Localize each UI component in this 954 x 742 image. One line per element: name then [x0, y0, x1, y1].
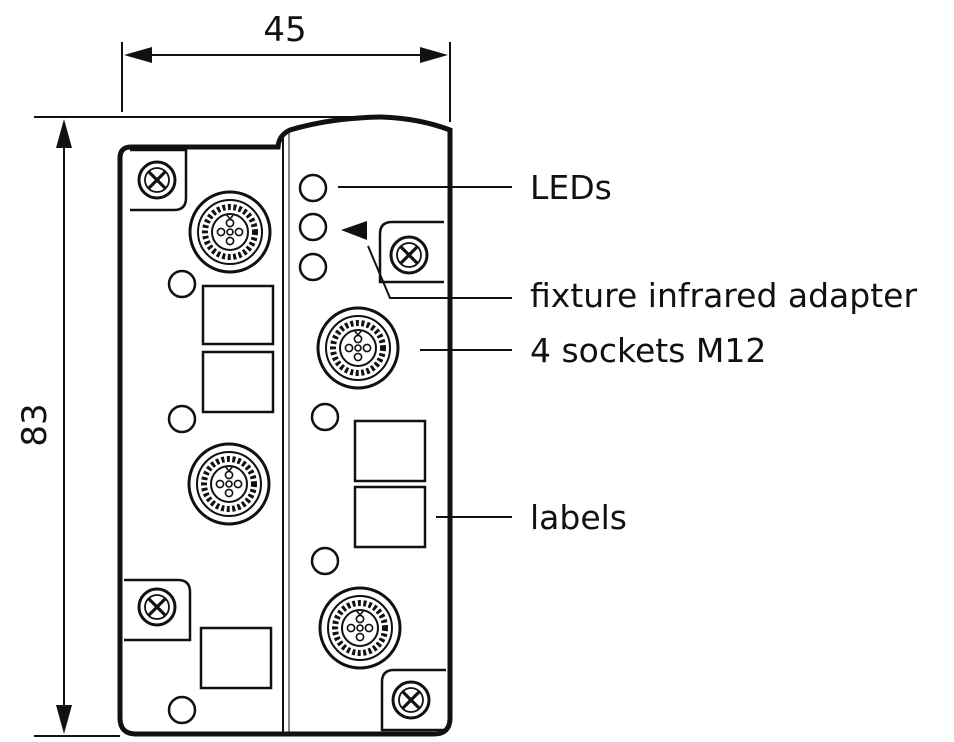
callout-leds: LEDs [530, 168, 612, 207]
height-label: 83 [15, 403, 55, 446]
label-field [353, 485, 427, 549]
socket-led [167, 404, 197, 434]
socket-led [310, 402, 340, 432]
screw-bracket-right [378, 220, 444, 284]
socket-led [310, 546, 340, 576]
label-field [353, 419, 427, 483]
m12-socket-icon [320, 588, 400, 668]
screw-bracket-bottom-left [124, 578, 192, 642]
width-label: 45 [263, 10, 306, 50]
arrow-left-icon [124, 47, 152, 63]
infrared-leader-line [367, 245, 512, 299]
callout-sockets: 4 sockets M12 [530, 331, 766, 370]
screw-bracket-top-left [130, 148, 188, 212]
screw-icon [391, 680, 431, 720]
screw-icon [389, 235, 429, 275]
callout-labels: labels [530, 498, 627, 537]
screw-icon [137, 587, 177, 627]
m12-socket-icon [189, 444, 269, 524]
arrow-right-icon [420, 47, 448, 63]
socket-led [167, 695, 197, 725]
height-dimension [34, 116, 380, 737]
status-led [298, 173, 328, 203]
label-field [201, 284, 275, 346]
infrared-adapter-marker-icon [341, 221, 367, 240]
status-led [298, 252, 328, 282]
module-housing [117, 114, 453, 737]
socket-led [167, 269, 197, 299]
callout-infrared-adapter: fixture infrared adapter [530, 276, 917, 315]
label-field [201, 350, 275, 414]
m12-socket-icon [318, 308, 398, 388]
status-led [298, 212, 328, 242]
arrow-down-icon [56, 705, 72, 734]
label-field [199, 626, 273, 690]
m12-socket-icon [190, 192, 270, 272]
width-dimension [121, 42, 451, 122]
screw-icon [137, 160, 177, 200]
screw-bracket-bottom-right [380, 668, 446, 732]
arrow-up-icon [56, 119, 72, 148]
